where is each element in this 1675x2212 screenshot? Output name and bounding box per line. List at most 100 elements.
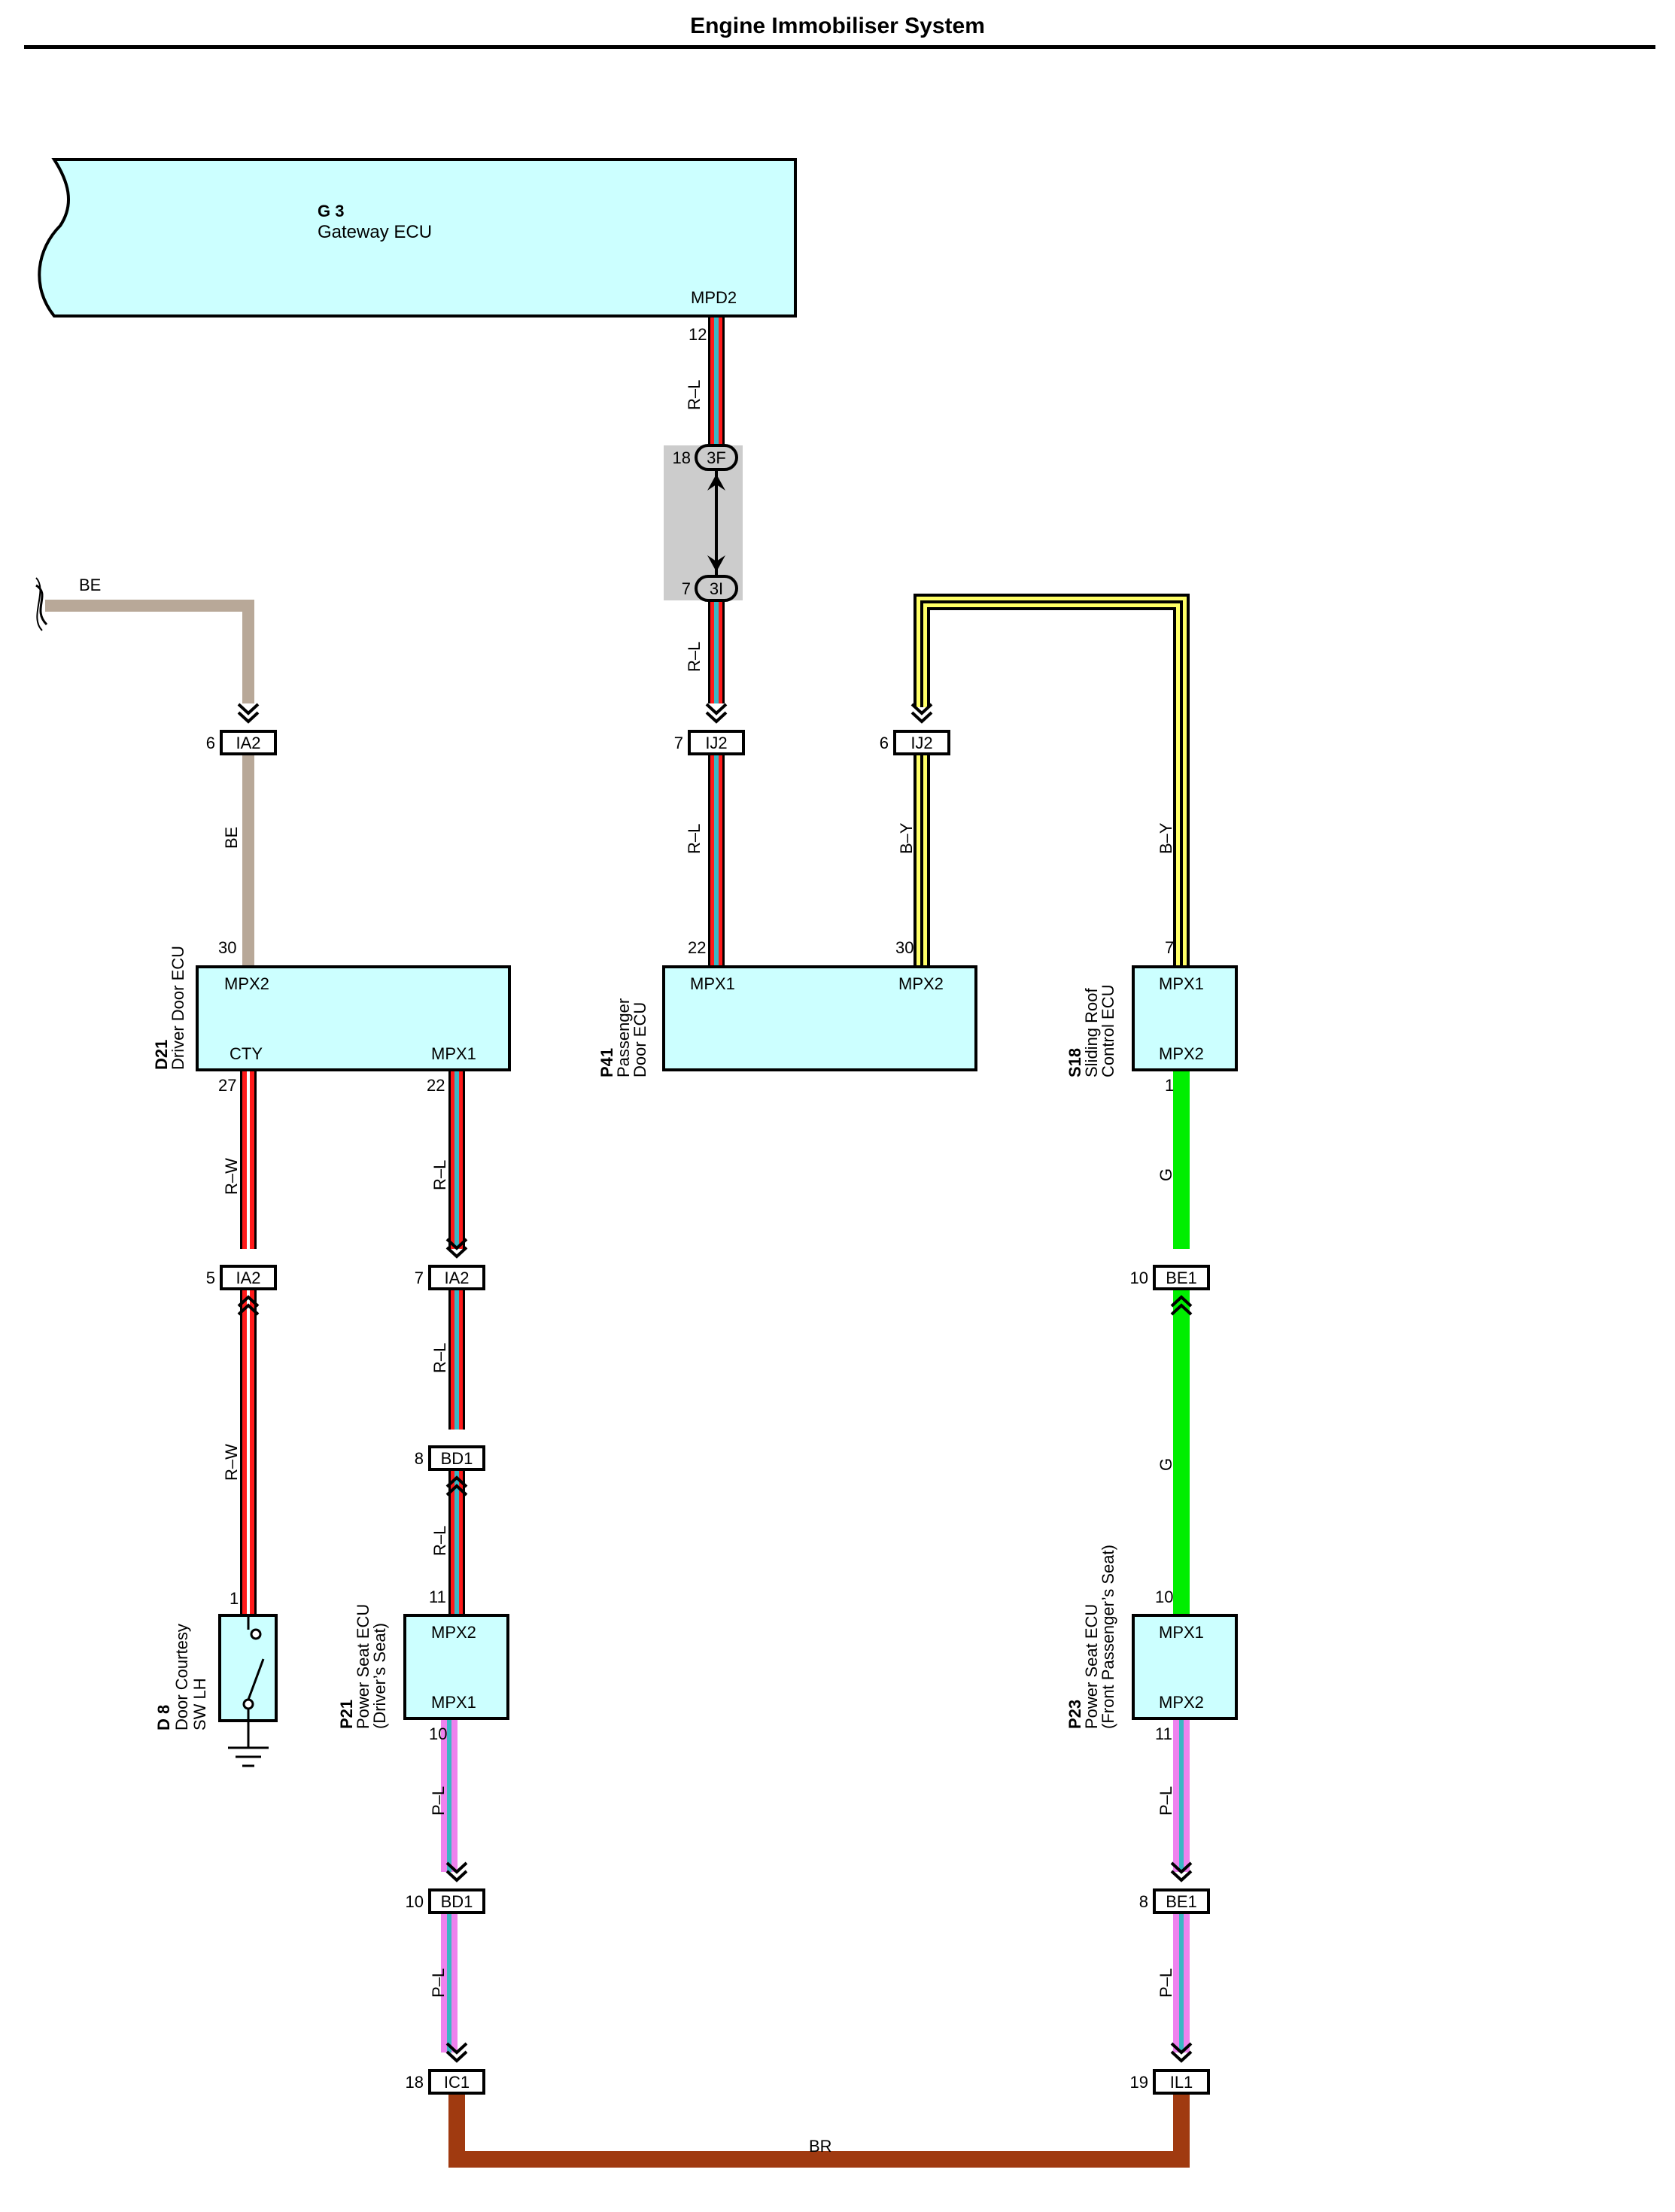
wire-pl xyxy=(441,1719,1190,2052)
wire-label-pl-2: P–L xyxy=(429,1968,448,1998)
connector-chevron xyxy=(1170,1295,1193,1316)
wire-label-g-2: G xyxy=(1157,1458,1175,1471)
s18-pin-1: 1 xyxy=(1165,1076,1174,1095)
p41-pin-30: 30 xyxy=(895,938,913,957)
connector-chevron xyxy=(237,1295,260,1316)
s18-pin-7: 7 xyxy=(1165,938,1174,957)
connector-chevron xyxy=(705,703,728,724)
connector-name: IL1 xyxy=(1170,2073,1193,2092)
p21-pin-11: 11 xyxy=(429,1588,446,1606)
wire-label-g-1: G xyxy=(1157,1168,1175,1181)
connector-chevron xyxy=(910,703,933,724)
connector-bd1_a: BD1 8 xyxy=(415,1445,485,1496)
wire-label-be: BE xyxy=(222,827,241,849)
connector-ij2_b: IJ2 6 xyxy=(880,703,950,755)
connector-pin: 8 xyxy=(1139,1892,1148,1911)
connector-il1: IL1 19 xyxy=(1130,2042,1210,2095)
wire-label-br: BR xyxy=(809,2137,832,2156)
s18-pin-mpx2: MPX2 xyxy=(1159,1044,1204,1063)
connector-name: IJ2 xyxy=(910,734,932,752)
connector-name: BD1 xyxy=(441,1449,473,1468)
wire-label-rl-4: R–L xyxy=(430,1160,449,1190)
connector-box xyxy=(428,1888,485,1914)
wire-label-rw-2: R–W xyxy=(222,1444,241,1481)
connector-box xyxy=(428,2069,485,2095)
junction-j3i: 3I7 xyxy=(682,575,738,602)
connector-pin: 19 xyxy=(1130,2073,1148,2092)
junction-pin: 7 xyxy=(682,579,691,598)
g3-pin-12: 12 xyxy=(689,325,707,344)
p21-pin-10: 10 xyxy=(429,1724,447,1743)
s18-pin-mpx1: MPX1 xyxy=(1159,974,1204,993)
p41-name1: Passenger xyxy=(614,998,633,1077)
wire-label-be-top: BE xyxy=(79,576,101,594)
connector-name: IA2 xyxy=(444,1269,469,1287)
connector-pin: 18 xyxy=(406,2073,424,2092)
p41-pin-mpx2: MPX2 xyxy=(898,974,944,993)
p41-name2: Door ECU xyxy=(631,1002,649,1077)
p23-name1: Power Seat ECU xyxy=(1082,1604,1101,1729)
connector-name: BE1 xyxy=(1166,1269,1197,1287)
connector-ij2_a: IJ2 7 xyxy=(674,703,745,755)
wire-label-pl-1: P–L xyxy=(429,1786,448,1815)
d8-name2: SW LH xyxy=(190,1678,209,1730)
connector-pin: 7 xyxy=(415,1269,424,1287)
passenger-door-ecu xyxy=(662,965,977,1071)
p21-name1: Power Seat ECU xyxy=(354,1604,372,1729)
connector-box xyxy=(1153,1888,1210,1914)
p23-pin-mpx2: MPX2 xyxy=(1159,1693,1204,1712)
driver-door-ecu xyxy=(196,965,511,1071)
connector-box xyxy=(220,1265,277,1290)
g3-name: Gateway ECU xyxy=(318,222,432,242)
p21-pin-mpx2: MPX2 xyxy=(431,1623,476,1642)
wire-rl-g3 xyxy=(708,316,725,445)
wire-br xyxy=(448,2084,1190,2168)
connector-chevron xyxy=(445,1238,468,1259)
d21-name: Driver Door ECU xyxy=(169,946,187,1070)
connector-pin: 10 xyxy=(406,1892,424,1911)
ground-icon xyxy=(228,1746,269,1767)
sliding-roof-ecu xyxy=(1132,965,1238,1071)
connector-ia2_c: IA2 7 xyxy=(415,1238,485,1290)
wire-label-pl-4: P–L xyxy=(1157,1968,1175,1998)
p23-name2: (Front Passenger’s Seat) xyxy=(1099,1545,1117,1729)
gateway-ecu xyxy=(38,158,797,318)
connector-ic1: IC1 18 xyxy=(406,2042,485,2095)
connector-box xyxy=(428,1445,485,1471)
connector-box xyxy=(893,730,950,755)
connector-pin: 6 xyxy=(206,734,215,752)
connector-pin: 8 xyxy=(415,1449,424,1468)
connector-pin: 7 xyxy=(674,734,683,752)
junction-pin: 18 xyxy=(673,448,691,467)
connector-chevron xyxy=(237,703,260,724)
p41-pin-mpx1: MPX1 xyxy=(690,974,735,993)
d21-pin-27: 27 xyxy=(218,1076,236,1095)
connector-name: IC1 xyxy=(444,2073,470,2092)
d21-pin-cty: CTY xyxy=(230,1044,263,1063)
connector-chevron xyxy=(445,1475,468,1496)
p41-code: P41 xyxy=(597,1048,616,1077)
connector-chevron xyxy=(1170,1861,1193,1882)
p21-pin-mpx1: MPX1 xyxy=(431,1693,476,1712)
connector-pin: 6 xyxy=(880,734,889,752)
wire-label-by-1: B–Y xyxy=(897,822,916,854)
connector-box xyxy=(688,730,745,755)
wire-label-pl-3: P–L xyxy=(1157,1786,1175,1815)
p23-code: P23 xyxy=(1065,1700,1084,1729)
g3-pin-label: MPD2 xyxy=(691,288,737,307)
wire-rl-p41 xyxy=(708,754,725,966)
d21-pin-mpx2: MPX2 xyxy=(224,974,269,993)
connector-name: BD1 xyxy=(441,1892,473,1911)
s18-code: S18 xyxy=(1065,1048,1084,1077)
connector-pin: 10 xyxy=(1130,1269,1148,1287)
junction-3f-3i xyxy=(664,445,743,600)
wire-label-rl-5: R–L xyxy=(430,1343,449,1373)
wire-label-rl-6: R–L xyxy=(430,1526,449,1556)
connector-name: IJ2 xyxy=(705,734,727,752)
g3-code: G 3 xyxy=(318,202,344,220)
